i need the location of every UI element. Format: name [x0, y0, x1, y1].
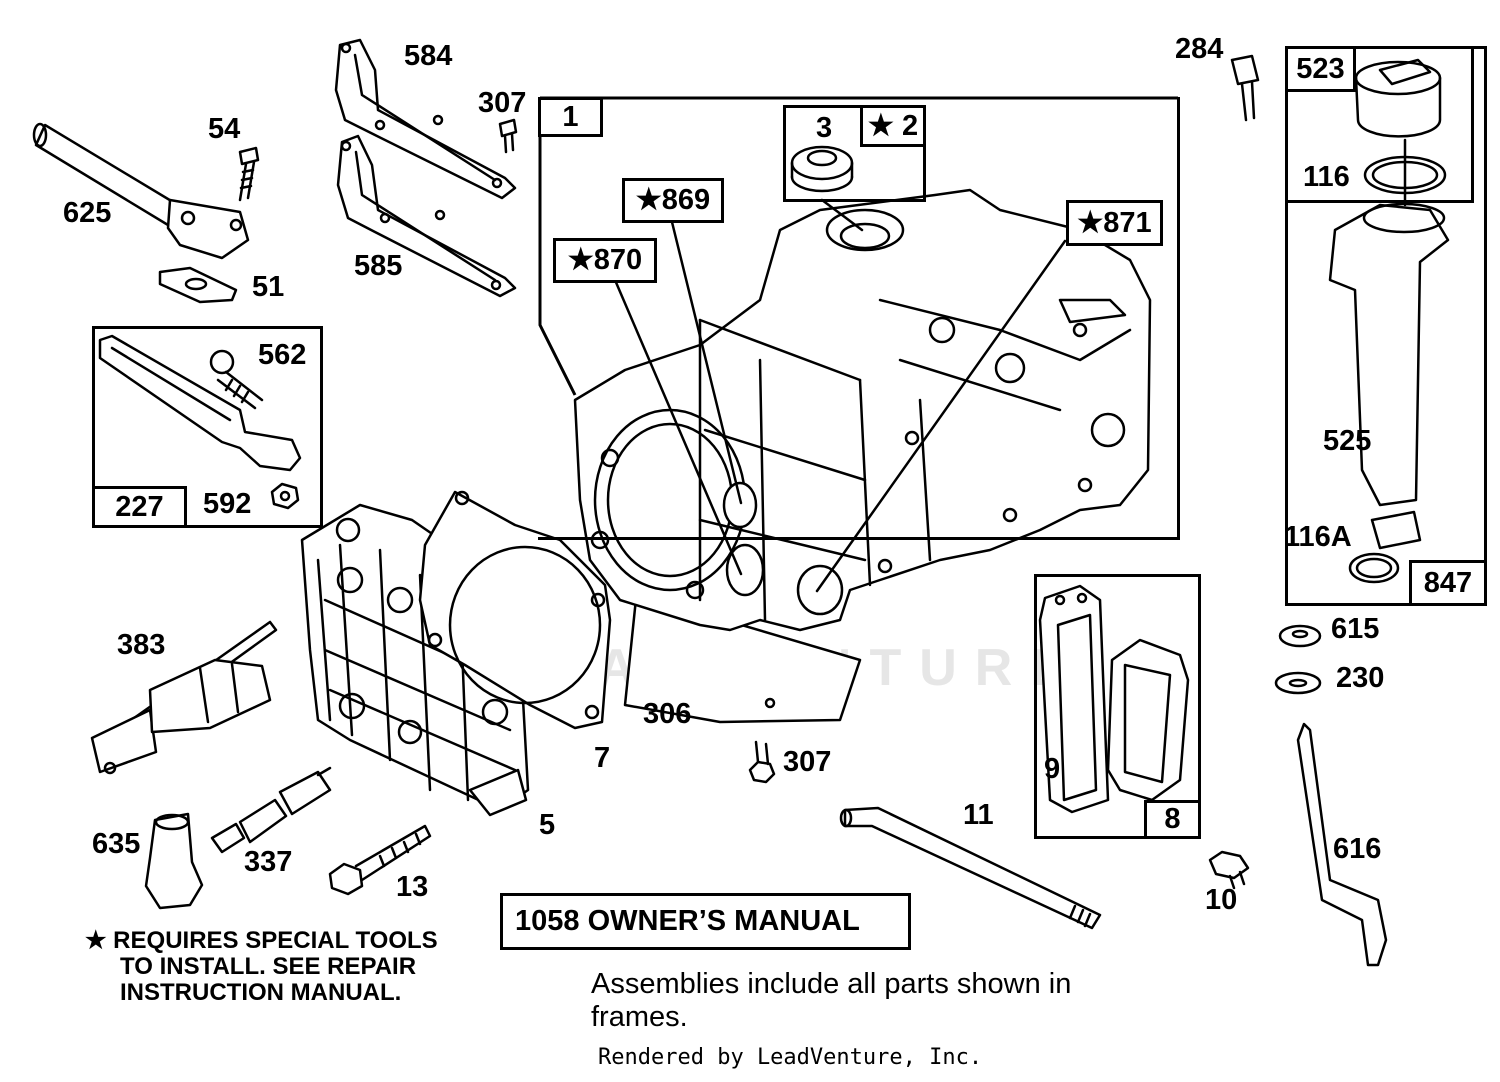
label-116a: 116A	[1284, 521, 1352, 553]
part-562-bolt	[209, 349, 264, 410]
label-9: 9	[1044, 753, 1061, 785]
part-584-plate	[334, 38, 517, 200]
tag-227: 227	[92, 486, 187, 528]
label-525: 525	[1323, 425, 1372, 457]
part-615-seal	[1278, 624, 1322, 648]
part-227-bracket	[98, 334, 302, 472]
part-635-boot	[144, 812, 204, 910]
assemblies-note: Assemblies include all parts shown in fr…	[591, 968, 1071, 1034]
part-625-tube	[32, 122, 250, 260]
tag-869: ★869	[622, 178, 724, 223]
label-383: 383	[117, 629, 166, 661]
frame-523	[1285, 46, 1474, 203]
label-625: 625	[63, 197, 112, 229]
part-523-cap	[1354, 58, 1442, 138]
part-54-bolt	[238, 146, 260, 202]
label-51: 51	[252, 271, 285, 303]
special-tools-note: ★ REQUIRES SPECIAL TOOLS TO INSTALL. SEE…	[85, 928, 438, 1006]
tag-1: 1	[538, 97, 603, 137]
label-54: 54	[208, 113, 241, 145]
part-284-screw	[1230, 54, 1260, 122]
label-10: 10	[1205, 884, 1238, 916]
frame-8	[1034, 574, 1201, 839]
part-592-nut	[270, 482, 300, 510]
label-3: 3	[816, 112, 833, 144]
part-616-dipstick	[1296, 722, 1388, 967]
frame-1	[538, 97, 1180, 540]
label-592: 592	[203, 488, 252, 520]
special-tools-note-line-2: TO INSTALL. SEE REPAIR	[120, 953, 417, 980]
part-13-bolt	[328, 824, 432, 896]
tag-523: 523	[1285, 46, 1356, 92]
part-9-gasket	[1038, 584, 1110, 814]
label-11: 11	[963, 799, 994, 831]
owners-manual-box: 1058 OWNER’S MANUAL	[500, 893, 911, 950]
frame-227	[92, 326, 323, 528]
part-116a-oring	[1348, 552, 1400, 584]
assemblies-note-line-1: Assemblies include all parts shown in	[591, 968, 1072, 1000]
tag-870: ★870	[553, 238, 657, 283]
label-616: 616	[1333, 833, 1382, 865]
part-307-screw-bottom	[748, 740, 776, 784]
credit-text: Rendered by LeadVenture, Inc.	[598, 1045, 983, 1070]
assemblies-note-line-2: frames.	[591, 1001, 688, 1033]
label-230: 230	[1336, 662, 1385, 694]
part-10-plug	[1208, 850, 1250, 890]
part-307-screw-top	[498, 118, 518, 154]
label-116: 116	[1303, 161, 1350, 193]
part-337-spark-plug	[210, 766, 332, 854]
label-635: 635	[92, 828, 141, 860]
special-tools-note-line-3: INSTRUCTION MANUAL.	[120, 979, 402, 1006]
part-11-tube	[839, 806, 1102, 930]
label-307-bottom: 307	[783, 746, 832, 778]
tag-847: 847	[1409, 560, 1487, 606]
part-525-tube	[1328, 138, 1450, 550]
leader-lines	[613, 198, 1067, 593]
label-585: 585	[354, 250, 403, 282]
label-337: 337	[244, 846, 293, 878]
part-7-head-gasket	[418, 490, 612, 730]
label-13: 13	[396, 871, 429, 903]
tag-871: ★871	[1066, 200, 1163, 246]
label-307-top: 307	[478, 87, 527, 119]
label-615: 615	[1331, 613, 1380, 645]
label-284: 284	[1175, 33, 1224, 65]
tag-8: 8	[1144, 800, 1201, 839]
tag-2: ★ 2	[860, 105, 926, 147]
label-306: 306	[643, 698, 692, 730]
special-tools-note-line-1: ★ REQUIRES SPECIAL TOOLS	[85, 927, 438, 954]
part-230-washer	[1274, 671, 1322, 695]
part-51-gasket	[158, 266, 238, 304]
label-562: 562	[258, 339, 307, 371]
frame-3-2	[783, 105, 926, 202]
part-8-cover	[1106, 638, 1190, 802]
part-383-breather	[90, 620, 278, 775]
part-3-oil-seal	[790, 145, 854, 193]
part-585-plate	[336, 134, 517, 298]
label-584: 584	[404, 40, 453, 72]
label-5: 5	[539, 809, 556, 841]
label-7: 7	[594, 742, 611, 774]
